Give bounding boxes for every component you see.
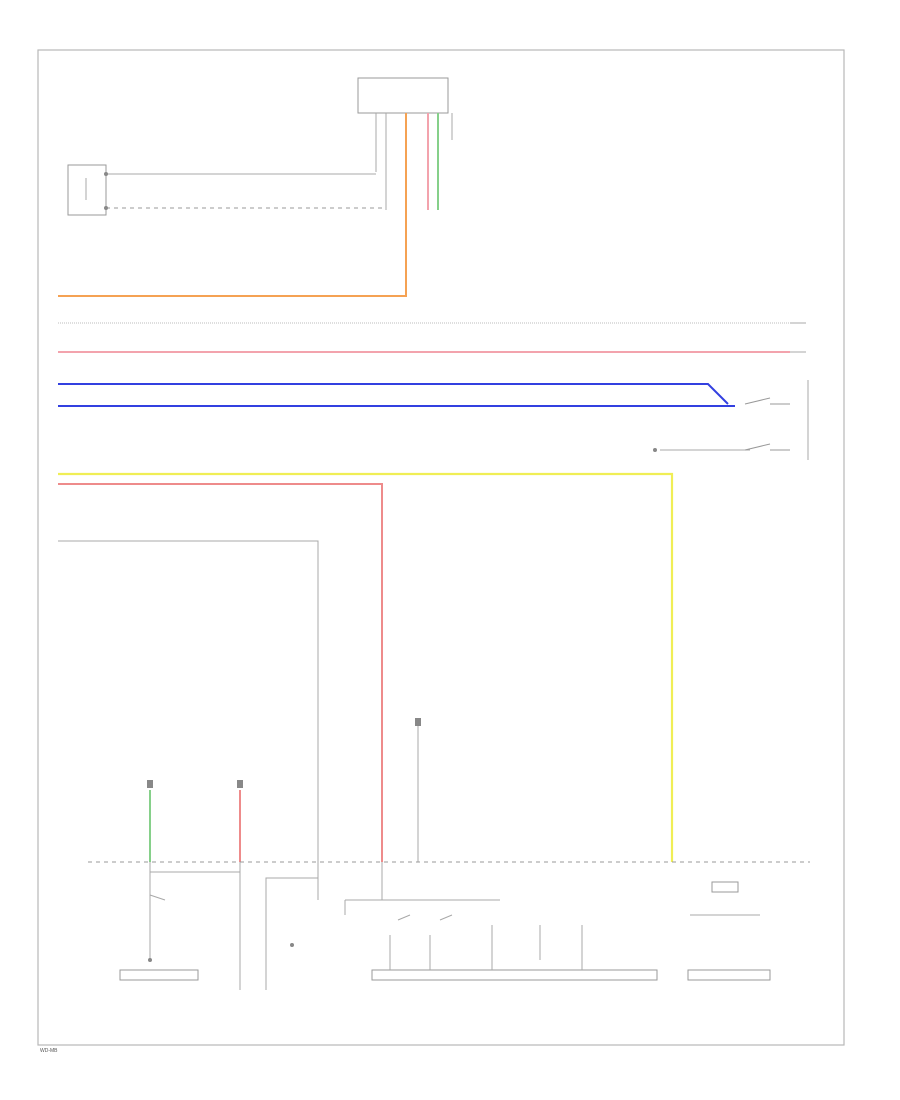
yellow-wire	[58, 472, 674, 862]
footer-code: WD-MB	[40, 1048, 58, 1054]
bottom-panel-right	[687, 881, 771, 981]
diagram-frame	[37, 49, 845, 1046]
control-module-box	[357, 77, 449, 114]
gray-wire	[58, 540, 319, 862]
ground-icon	[653, 448, 657, 452]
connector-icon	[237, 780, 243, 788]
red-wire	[58, 483, 383, 862]
ground-icon	[148, 958, 152, 962]
sensor-box	[67, 164, 107, 216]
switch-icon	[744, 397, 790, 451]
orange-wire	[58, 160, 407, 297]
ground-icon	[290, 943, 294, 947]
blue-wire-1	[58, 383, 729, 405]
connector-icon	[415, 718, 421, 726]
connector-icon	[147, 780, 153, 788]
bottom-panel-middle	[265, 862, 658, 990]
sensor-pin-icon	[104, 206, 108, 210]
sensor-pin-icon	[104, 172, 108, 176]
bottom-panel-left	[119, 862, 241, 990]
control-module-pins	[375, 113, 453, 210]
